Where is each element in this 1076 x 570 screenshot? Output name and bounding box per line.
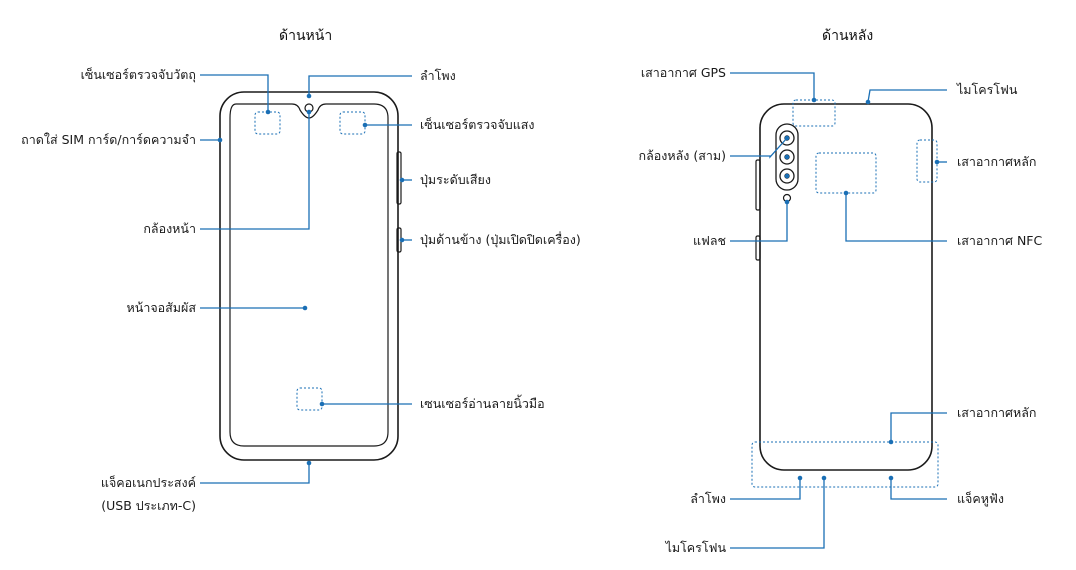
callout-jack bbox=[200, 463, 310, 484]
label-touchscreen: หน้าจอสัมผัส bbox=[126, 300, 196, 315]
callout-proximity bbox=[200, 74, 269, 112]
dot-cam-2 bbox=[784, 154, 790, 160]
rear-camera-lens-1 bbox=[779, 130, 795, 146]
callout-nfc bbox=[845, 193, 947, 242]
callout-main-antenna-bottom bbox=[890, 412, 947, 442]
dot-sim bbox=[217, 137, 223, 143]
front-title: ด้านหน้า bbox=[279, 28, 333, 44]
dot-main-antenna-bottom bbox=[888, 439, 894, 445]
dot-main-antenna-top bbox=[934, 159, 940, 165]
label-volume-key: ปุ่มระดับเสียง bbox=[420, 172, 491, 187]
back-title: ด้านหลัง bbox=[822, 28, 874, 44]
label-front-camera: กล้องหน้า bbox=[143, 221, 196, 236]
back-volume-button bbox=[755, 159, 761, 211]
label-main-antenna-bottom: เสาอากาศหลัก bbox=[957, 405, 1037, 420]
label-sim-tray: ถาดใส่ SIM การ์ด/การ์ดความจำ bbox=[21, 132, 196, 147]
dot-nfc bbox=[843, 190, 849, 196]
callout-gps bbox=[730, 72, 815, 100]
front-phone-screen bbox=[229, 103, 389, 447]
dot-speaker-back bbox=[797, 475, 803, 481]
label-side-key: ปุ่มด้านข้าง (ปุ่มเปิดปิดเครื่อง) bbox=[420, 232, 581, 247]
back-side-button bbox=[755, 235, 761, 261]
main-antenna-top-area bbox=[916, 139, 938, 183]
label-speaker-back: ลำโพง bbox=[690, 491, 726, 506]
label-microphone-bottom: ไมโครโฟน bbox=[665, 540, 726, 555]
dot-jack bbox=[306, 460, 312, 466]
label-fingerprint-sensor: เซนเซอร์อ่านลายนิ้วมือ bbox=[420, 396, 545, 411]
dot-front-camera bbox=[306, 109, 312, 115]
callout-microphone-bottom bbox=[730, 478, 825, 549]
nfc-antenna-area bbox=[815, 152, 877, 194]
label-flash: แฟลช bbox=[692, 233, 726, 248]
fingerprint-sensor-area bbox=[296, 387, 323, 411]
dot-speaker bbox=[306, 93, 312, 99]
callout-speaker bbox=[308, 75, 412, 96]
back-phone bbox=[755, 103, 933, 471]
rear-camera-lens-3 bbox=[779, 168, 795, 184]
dot-fingerprint bbox=[319, 401, 325, 407]
dot-gps bbox=[811, 97, 817, 103]
dot-side bbox=[399, 237, 405, 243]
dot-cam-3 bbox=[784, 173, 790, 179]
label-light-sensor: เซ็นเซอร์ตรวจจับแสง bbox=[420, 117, 535, 132]
label-microphone-top: ไมโครโฟน bbox=[957, 82, 1018, 97]
callout-rear-camera bbox=[730, 137, 788, 159]
callout-earphone bbox=[890, 478, 947, 500]
callout-microphone-top bbox=[867, 89, 947, 103]
back-phone-body bbox=[759, 103, 933, 471]
label-rear-camera: กล้องหลัง (สาม) bbox=[638, 148, 726, 163]
label-multipurpose-jack-sub: (USB ประเภท-C) bbox=[101, 498, 196, 513]
label-nfc-antenna: เสาอากาศ NFC bbox=[957, 233, 1043, 248]
label-proximity-sensor: เซ็นเซอร์ตรวจจับวัตถุ bbox=[80, 67, 196, 82]
label-gps-antenna: เสาอากาศ GPS bbox=[640, 65, 726, 80]
dot-volume bbox=[399, 177, 405, 183]
dot-proximity bbox=[265, 109, 271, 115]
callout-speaker-back bbox=[730, 478, 801, 500]
dot-earphone bbox=[888, 475, 894, 481]
callout-flash bbox=[730, 202, 788, 242]
label-multipurpose-jack: แจ็คอเนกประสงค์ bbox=[100, 475, 196, 490]
front-phone bbox=[219, 91, 402, 461]
dot-light bbox=[362, 122, 368, 128]
dot-cam-1 bbox=[784, 135, 790, 141]
light-sensor-area bbox=[339, 111, 366, 135]
label-speaker-front: ลำโพง bbox=[420, 68, 456, 83]
main-antenna-bottom-area bbox=[751, 441, 939, 488]
volume-button bbox=[396, 151, 402, 205]
dot-touchscreen bbox=[302, 305, 308, 311]
dot-microphone-bottom bbox=[821, 475, 827, 481]
label-main-antenna-top: เสาอากาศหลัก bbox=[957, 154, 1037, 169]
rear-camera-lens-2 bbox=[779, 149, 795, 165]
callout-front-camera bbox=[200, 112, 310, 230]
dot-flash bbox=[784, 199, 790, 205]
label-earphone-jack: แจ็คหูฟัง bbox=[957, 491, 1004, 506]
rear-camera-module bbox=[775, 123, 799, 191]
dot-microphone-top bbox=[865, 99, 871, 105]
proximity-sensor-area bbox=[254, 111, 281, 135]
